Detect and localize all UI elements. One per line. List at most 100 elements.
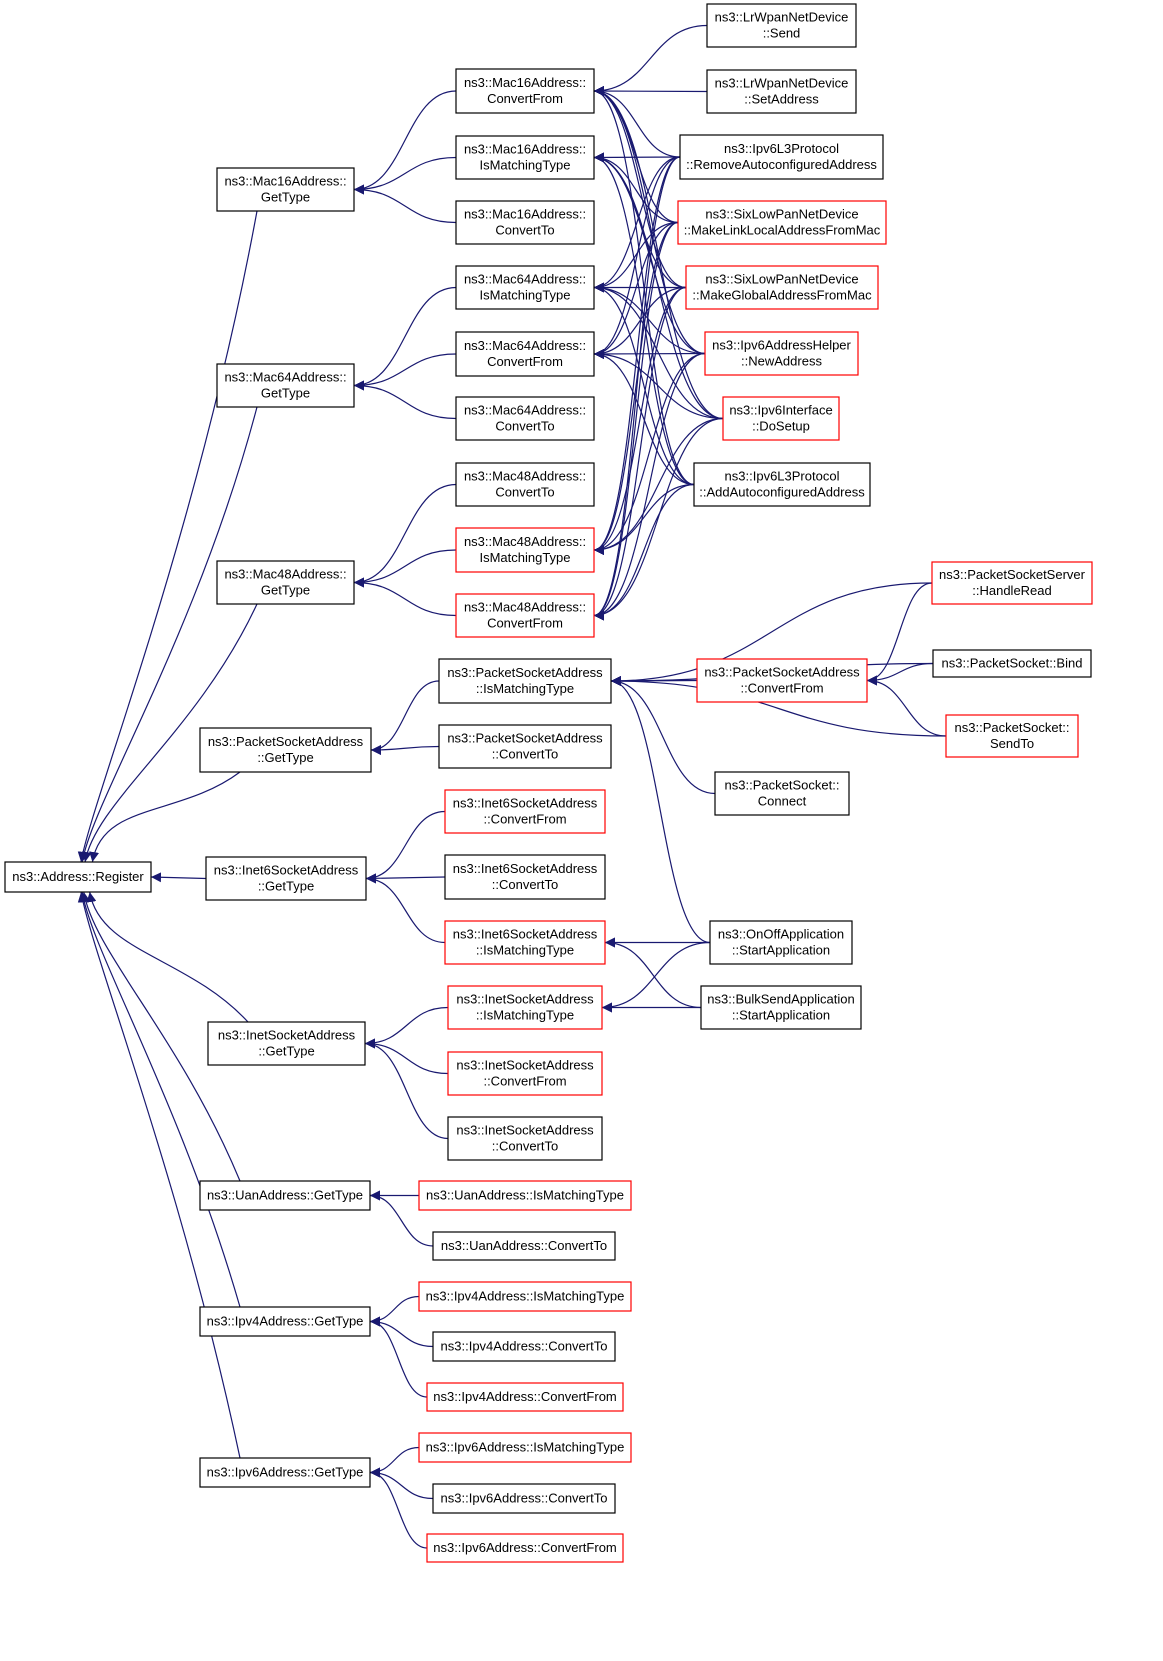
graph-node-bulk-start[interactable]: ns3::BulkSendApplication::StartApplicati… <box>700 985 862 1030</box>
node-label: ::MakeGlobalAddressFromMac <box>692 288 872 303</box>
call-edge <box>593 483 695 621</box>
node-label: ConvertTo <box>495 223 554 238</box>
graph-node-isa-gt[interactable]: ns3::InetSocketAddress::GetType <box>207 1021 366 1066</box>
graph-node-ipv6-ct[interactable]: ns3::Ipv6Address::ConvertTo <box>432 1483 616 1514</box>
graph-node-psa-imt[interactable]: ns3::PacketSocketAddress::IsMatchingType <box>438 658 612 704</box>
node-label: ns3::Ipv4Address::ConvertFrom <box>433 1389 617 1404</box>
graph-node-ps-sendto[interactable]: ns3::PacketSocket::SendTo <box>945 714 1079 758</box>
node-label: ns3::UanAddress::GetType <box>207 1188 363 1203</box>
graph-node-ipv4-imt[interactable]: ns3::Ipv4Address::IsMatchingType <box>418 1281 632 1312</box>
node-label: ns3::Mac16Address:: <box>464 142 586 157</box>
graph-node-ipv4-ct[interactable]: ns3::Ipv4Address::ConvertTo <box>432 1331 616 1362</box>
graph-node-ipv6ah-new[interactable]: ns3::Ipv6AddressHelper::NewAddress <box>704 331 859 376</box>
graph-node-mac16-ct[interactable]: ns3::Mac16Address::ConvertTo <box>455 200 595 245</box>
node-label: ns3::Ipv6AddressHelper <box>712 338 851 353</box>
node-box <box>704 331 859 376</box>
graph-node-ipv6-gt[interactable]: ns3::Ipv6Address::GetType <box>199 1457 371 1488</box>
graph-node-mac16-gt[interactable]: ns3::Mac16Address::GetType <box>216 167 355 212</box>
graph-node-mac64-imt[interactable]: ns3::Mac64Address::IsMatchingType <box>455 265 595 310</box>
node-label: ns3::PacketSocket:: <box>725 778 840 793</box>
node-box <box>426 1533 624 1563</box>
graph-node-ps-connect[interactable]: ns3::PacketSocket::Connect <box>714 771 850 816</box>
node-label: ::DoSetup <box>752 419 810 434</box>
graph-node-i6sa-cf[interactable]: ns3::Inet6SocketAddress::ConvertFrom <box>444 789 606 834</box>
call-edge <box>866 662 934 686</box>
node-box <box>418 1180 632 1211</box>
graph-node-mac48-ct[interactable]: ns3::Mac48Address::ConvertTo <box>455 462 595 507</box>
graph-node-ipv6l3-remove[interactable]: ns3::Ipv6L3Protocol::RemoveAutoconfigure… <box>679 134 884 180</box>
graph-node-mac16-imt[interactable]: ns3::Mac16Address::IsMatchingType <box>455 135 595 180</box>
graph-node-pss-handleread[interactable]: ns3::PacketSocketServer::HandleRead <box>931 561 1093 605</box>
call-edge <box>593 86 681 158</box>
node-box <box>199 1306 371 1337</box>
graph-node-onoff-start[interactable]: ns3::OnOffApplication::StartApplication <box>709 920 853 965</box>
graph-node-psa-ct[interactable]: ns3::PacketSocketAddress::ConvertTo <box>438 724 612 769</box>
call-edge <box>365 810 446 884</box>
node-box <box>444 854 606 900</box>
node-label: ::MakeLinkLocalAddressFromMac <box>684 223 881 238</box>
node-box <box>438 724 612 769</box>
call-edge <box>364 1006 449 1049</box>
node-label: ns3::Ipv6Address::IsMatchingType <box>426 1440 625 1455</box>
graph-node-mac64-gt[interactable]: ns3::Mac64Address::GetType <box>216 363 355 408</box>
call-edge <box>78 406 258 863</box>
graph-node-ipv4-cf[interactable]: ns3::Ipv4Address::ConvertFrom <box>426 1382 624 1412</box>
graph-node-ipv6l3-add[interactable]: ns3::Ipv6L3Protocol::AddAutoconfiguredAd… <box>693 462 871 507</box>
call-edge <box>593 86 724 420</box>
graph-node-i6sa-ct[interactable]: ns3::Inet6SocketAddress::ConvertTo <box>444 854 606 900</box>
graph-node-i6sa-gt[interactable]: ns3::Inet6SocketAddress::GetType <box>205 856 367 901</box>
node-box <box>679 134 884 180</box>
call-edge <box>593 152 679 224</box>
node-label: ::GetType <box>258 1044 314 1059</box>
graph-node-i6sa-imt[interactable]: ns3::Inet6SocketAddress::IsMatchingType <box>444 920 606 965</box>
node-box <box>945 714 1079 758</box>
node-box <box>216 560 355 605</box>
graph-node-uan-gt[interactable]: ns3::UanAddress::GetType <box>199 1180 371 1211</box>
node-label: ns3::Ipv6Address::ConvertFrom <box>433 1540 617 1555</box>
graph-node-isa-imt[interactable]: ns3::InetSocketAddress::IsMatchingType <box>447 985 603 1030</box>
graph-node-isa-cf[interactable]: ns3::InetSocketAddress::ConvertFrom <box>447 1051 603 1096</box>
call-edge <box>593 152 681 163</box>
node-label: ns3::Mac64Address:: <box>464 338 586 353</box>
graph-node-mac64-ct[interactable]: ns3::Mac64Address::ConvertTo <box>455 396 595 441</box>
graph-node-sixlow-mga[interactable]: ns3::SixLowPanNetDevice::MakeGlobalAddre… <box>685 265 879 310</box>
graph-node-mac48-gt[interactable]: ns3::Mac48Address::GetType <box>216 560 355 605</box>
graph-node-lrw-setaddr[interactable]: ns3::LrWpanNetDevice::SetAddress <box>706 69 857 114</box>
graph-node-ipv6-cf[interactable]: ns3::Ipv6Address::ConvertFrom <box>426 1533 624 1563</box>
graph-node-ipv4-gt[interactable]: ns3::Ipv4Address::GetType <box>199 1306 371 1337</box>
graph-node-mac48-cf[interactable]: ns3::Mac48Address::ConvertFrom <box>455 593 595 638</box>
call-edge <box>353 184 457 224</box>
graph-node-isa-ct[interactable]: ns3::InetSocketAddress::ConvertTo <box>447 1116 603 1161</box>
node-label: ns3::Inet6SocketAddress <box>453 796 598 811</box>
node-box <box>444 920 606 965</box>
graph-node-mac48-imt[interactable]: ns3::Mac48Address::IsMatchingType <box>455 527 595 573</box>
call-edge <box>593 86 687 289</box>
node-label: ns3::Inet6SocketAddress <box>453 927 598 942</box>
graph-node-psa-gt[interactable]: ns3::PacketSocketAddress::GetType <box>199 727 372 773</box>
node-box <box>438 658 612 704</box>
graph-node-psa-cf[interactable]: ns3::PacketSocketAddress::ConvertFrom <box>696 658 868 703</box>
node-label: ::IsMatchingType <box>476 943 574 958</box>
node-label: IsMatchingType <box>479 288 570 303</box>
graph-node-uan-imt[interactable]: ns3::UanAddress::IsMatchingType <box>418 1180 632 1211</box>
graph-node-uan-ct[interactable]: ns3::UanAddress::ConvertTo <box>432 1231 616 1261</box>
graph-node-mac64-cf[interactable]: ns3::Mac64Address::ConvertFrom <box>455 331 595 377</box>
node-box <box>216 363 355 408</box>
graph-node-sixlow-mlla[interactable]: ns3::SixLowPanNetDevice::MakeLinkLocalAd… <box>677 200 887 245</box>
node-box <box>432 1331 616 1362</box>
graph-node-lrw-send[interactable]: ns3::LrWpanNetDevice::Send <box>706 3 857 48</box>
node-box <box>722 396 840 441</box>
node-box <box>932 649 1092 678</box>
graph-node-root[interactable]: ns3::Address::Register <box>4 861 152 893</box>
node-label: ns3::PacketSocketAddress <box>704 665 860 680</box>
call-edge <box>593 352 706 621</box>
graph-node-mac16-cf[interactable]: ns3::Mac16Address::ConvertFrom <box>455 68 595 114</box>
node-box <box>455 462 595 507</box>
node-label: ns3::Mac16Address:: <box>464 207 586 222</box>
node-label: ns3::InetSocketAddress <box>456 1058 594 1073</box>
graph-node-ps-bind[interactable]: ns3::PacketSocket::Bind <box>932 649 1092 678</box>
graph-node-ipv6-imt[interactable]: ns3::Ipv6Address::IsMatchingType <box>418 1432 632 1463</box>
graph-node-ipv6if-dosetup[interactable]: ns3::Ipv6Interface::DoSetup <box>722 396 840 441</box>
node-box <box>205 856 367 901</box>
